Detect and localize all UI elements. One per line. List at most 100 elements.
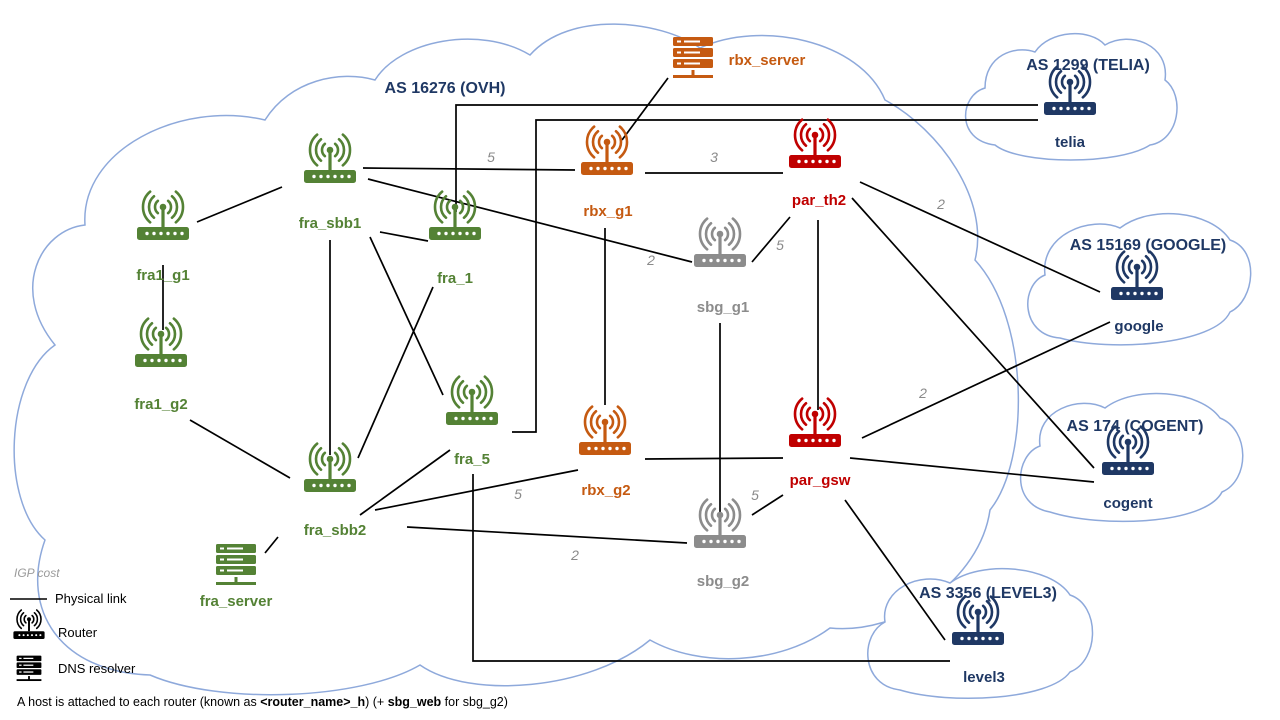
- node-label: rbx_g2: [581, 482, 630, 499]
- node-par-gsw[interactable]: par_gsw: [789, 397, 851, 489]
- node-label: fra1_g2: [134, 396, 187, 413]
- node-label: fra_sbb2: [304, 522, 367, 539]
- node-telia[interactable]: telia: [1044, 65, 1096, 151]
- node-rbx-server[interactable]: rbx_server: [673, 37, 806, 78]
- node-fra1-g2[interactable]: fra1_g2: [134, 317, 188, 413]
- node-label: telia: [1055, 134, 1086, 151]
- node-label: fra_sbb1: [299, 215, 362, 232]
- link-rbx-g1-rbx-server: [621, 77, 669, 141]
- node-label: fra_1: [437, 270, 473, 287]
- link-fra-sbb1-rbx-g1: [362, 167, 576, 171]
- node-label: rbx_g1: [583, 203, 632, 220]
- legend-dns-resolver: DNS resolver: [58, 661, 136, 676]
- node-label: level3: [963, 669, 1005, 686]
- server-icon: [16, 655, 42, 682]
- igp-cost-fra-sbb1-rbx-g1: 5: [487, 149, 495, 165]
- igp-cost-sbg-g2-par-gsw: 5: [751, 487, 759, 503]
- node-label: cogent: [1103, 495, 1152, 512]
- link-fra-sbb2-sbg-g2: [406, 526, 688, 544]
- link-fra-5-fra-sbb2: [359, 449, 451, 516]
- link-fra-sbb1-fra-5: [369, 236, 444, 396]
- link-par-gsw-google: [861, 321, 1111, 439]
- footnote-middle: ) (+: [365, 695, 388, 709]
- link-fra-1-telia: [455, 104, 1038, 212]
- link-fra1-g1-fra-sbb1: [196, 186, 283, 223]
- node-label: par_gsw: [790, 472, 851, 489]
- node-cogent[interactable]: cogent: [1102, 425, 1154, 512]
- node-label: sbg_g2: [697, 573, 750, 590]
- link-sbg-g1-par-th2: [751, 216, 791, 263]
- router-icon: [304, 442, 356, 492]
- router-icon: [13, 609, 45, 639]
- router-icon: [1044, 65, 1096, 115]
- as-label-google: AS 15169 (GOOGLE): [1070, 237, 1227, 254]
- node-fra-1[interactable]: fra_1: [429, 190, 481, 287]
- server-icon: [216, 544, 256, 585]
- nodes-layer: fra1_g1 fra1_g2 fra_sbb1 fra_1 fra_5 fra_sbb2…: [134, 37, 1164, 686]
- link-fra1-g2-fra-sbb2: [189, 419, 291, 479]
- link-fra-5-telia: [512, 119, 1038, 433]
- node-fra-5[interactable]: fra_5: [446, 375, 498, 468]
- link-fra-sbb1-fra-1: [379, 231, 429, 242]
- node-sbg-g2[interactable]: sbg_g2: [694, 498, 750, 590]
- link-fra-sbb2-rbx-g2: [374, 469, 579, 511]
- node-sbg-g1[interactable]: sbg_g1: [694, 217, 750, 316]
- server-icon: [673, 37, 713, 78]
- router-icon: [581, 125, 633, 175]
- igp-cost-fra-sbb2-rbx-g2: 5: [514, 486, 522, 502]
- router-icon: [789, 397, 841, 447]
- footnote-router-host: <router_name>_h: [260, 695, 366, 709]
- igp-cost-par-gsw-google: 2: [918, 385, 927, 401]
- link-fra-5-level3: [472, 474, 950, 662]
- node-fra1-g1[interactable]: fra1_g1: [136, 190, 190, 284]
- node-rbx-g2[interactable]: rbx_g2: [579, 405, 631, 499]
- footnote: A host is attached to each router (known…: [17, 695, 508, 709]
- link-par-th2-google: [859, 181, 1101, 293]
- node-google[interactable]: google: [1111, 250, 1164, 335]
- node-label: fra1_g1: [136, 267, 189, 284]
- router-icon: [429, 190, 481, 240]
- router-icon: [579, 405, 631, 455]
- node-label: fra_5: [454, 451, 490, 468]
- link-par-th2-cogent: [851, 197, 1095, 469]
- node-rbx-g1[interactable]: rbx_g1: [581, 125, 633, 220]
- link-fra-1-fra-sbb2: [357, 286, 434, 459]
- node-level3[interactable]: level3: [952, 595, 1005, 686]
- legend-title: IGP cost: [14, 566, 60, 580]
- footnote-suffix: for sbg_g2): [441, 695, 508, 709]
- router-icon: [789, 118, 841, 168]
- as-15169-cloud: [1027, 212, 1252, 346]
- router-icon: [952, 595, 1004, 645]
- node-fra-sbb2[interactable]: fra_sbb2: [304, 442, 367, 539]
- igp-cost-fra-sbb1-sbg-g1: 2: [646, 252, 655, 268]
- node-label: sbg_g1: [697, 299, 750, 316]
- as-label-ovh: AS 16276 (OVH): [385, 80, 506, 97]
- legend: IGP cost Physical link Router DNS resolv…: [10, 566, 136, 682]
- link-sbg-g2-par-gsw: [751, 494, 784, 516]
- igp-cost-fra-sbb2-sbg-g2: 2: [570, 547, 579, 563]
- link-par-gsw-level3: [844, 499, 946, 641]
- router-icon: [304, 133, 356, 183]
- node-label: google: [1114, 318, 1163, 335]
- igp-cost-par-th2-google: 2: [936, 196, 945, 212]
- legend-physical-link: Physical link: [55, 591, 127, 606]
- router-icon: [446, 375, 498, 425]
- link-rbx-g2-par-gsw: [644, 457, 784, 460]
- node-label: fra_server: [200, 593, 273, 610]
- node-fra-sbb1[interactable]: fra_sbb1: [299, 133, 362, 232]
- as-label-telia: AS 1299 (TELIA): [1026, 57, 1150, 74]
- router-icon: [1102, 425, 1154, 475]
- link-fra-sbb1-sbg-g1: [367, 178, 693, 263]
- node-fra-server[interactable]: fra_server: [200, 544, 273, 610]
- igp-cost-sbg-g1-par-th2: 5: [776, 237, 784, 253]
- router-icon: [135, 317, 187, 367]
- link-par-gsw-cogent: [849, 457, 1095, 483]
- node-label: par_th2: [792, 192, 846, 209]
- as-174-cloud: [1019, 392, 1244, 523]
- as-label-cogent: AS 174 (COGENT): [1067, 418, 1204, 435]
- router-icon: [694, 498, 746, 548]
- node-par-th2[interactable]: par_th2: [789, 118, 846, 209]
- as-16276-cloud: [13, 23, 1020, 696]
